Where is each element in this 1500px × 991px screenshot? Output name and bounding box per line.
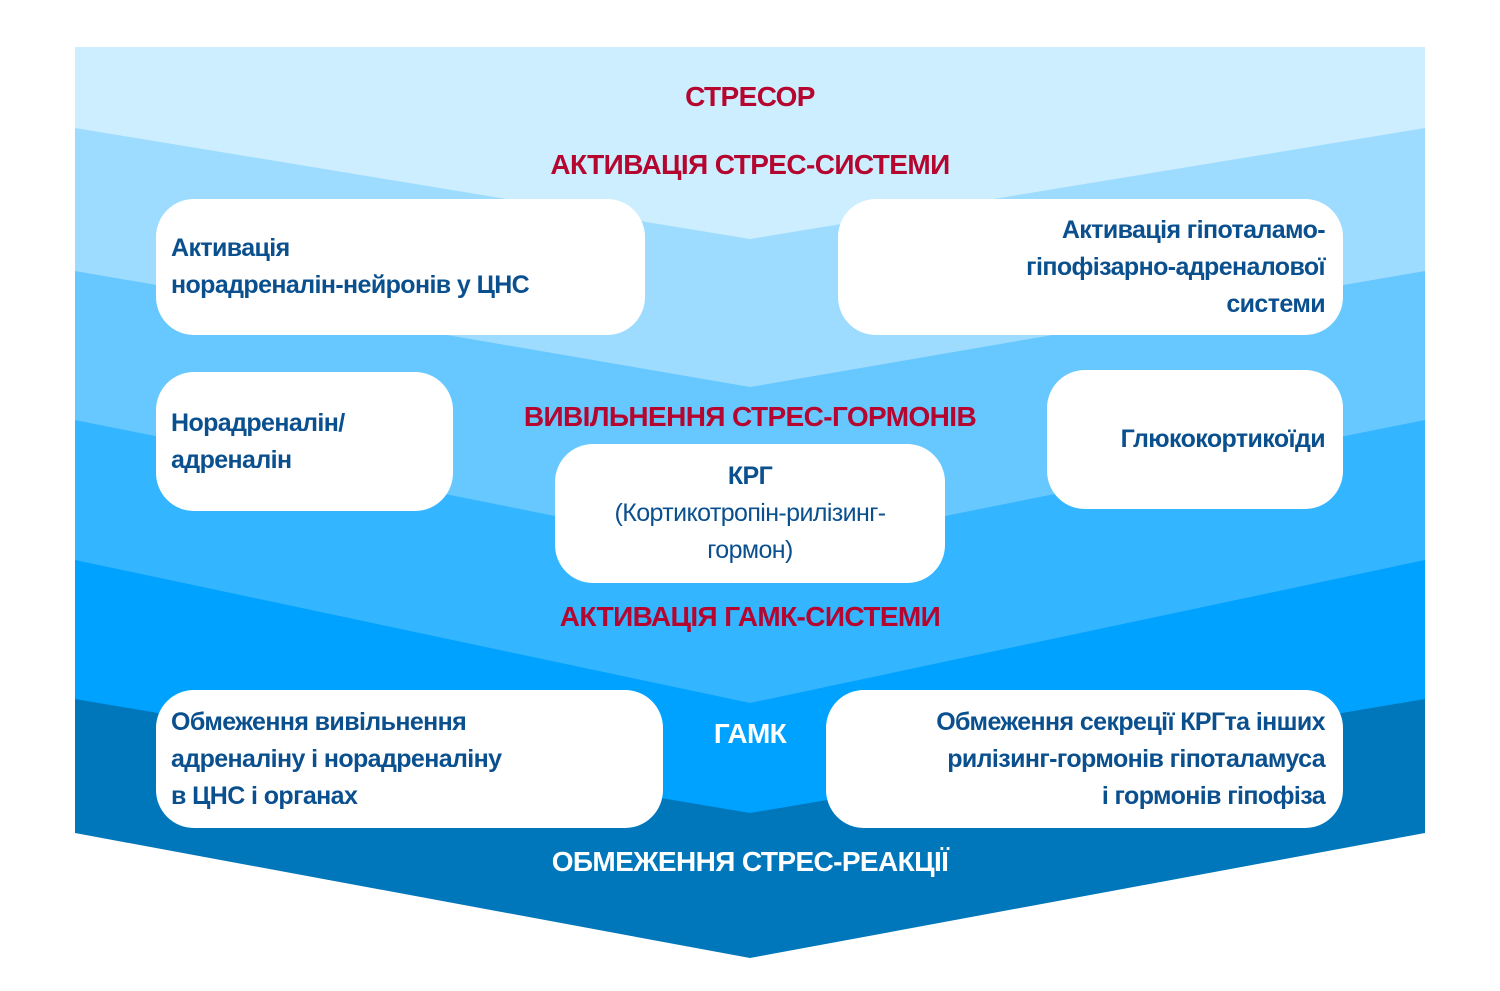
box-line: і гормонів гіпофіза bbox=[1101, 781, 1326, 810]
box-crh: КРГ (Кортикотропін-рилізинг- гормон) bbox=[555, 444, 945, 583]
stress-system-activation-heading: АКТИВАЦІЯ СТРЕС-СИСТЕМИ bbox=[550, 149, 950, 180]
box-line: адреналіну і норадреналіну bbox=[171, 744, 502, 773]
box-line: Активація гіпоталамо- bbox=[1061, 215, 1326, 244]
box-noradrenaline-adrenaline: Норадреналін/ адреналін bbox=[156, 372, 453, 511]
stress-reaction-limit-heading: ОБМЕЖЕННЯ СТРЕС-РЕАКЦІЇ bbox=[551, 846, 949, 877]
box-limit-adrenaline: Обмеження вивільнення адреналіну і норад… bbox=[156, 690, 663, 828]
crh-title: КРГ bbox=[727, 462, 773, 490]
box-line: Глюкокортикоїди bbox=[1120, 425, 1326, 453]
box-line: (Кортикотропін-рилізинг- bbox=[614, 499, 887, 527]
box-line: Обмеження секреції КРГта інших bbox=[936, 707, 1325, 736]
box-line: норадреналін-нейронів у ЦНС bbox=[171, 271, 530, 299]
box-line: системи bbox=[1226, 289, 1325, 318]
box-line: гіпофізарно-адреналової bbox=[1026, 252, 1325, 281]
box-line: Норадреналін/ bbox=[171, 408, 345, 437]
box-line: адреналін bbox=[171, 445, 292, 474]
box-noradrenaline-neurons: Активація норадреналін-нейронів у ЦНС bbox=[156, 199, 645, 335]
box-line: в ЦНС і органах bbox=[171, 781, 358, 810]
stressor-heading: СТРЕСОР bbox=[685, 81, 815, 112]
box-hpa-axis: Активація гіпоталамо- гіпофізарно-адрена… bbox=[838, 199, 1343, 335]
band-1 bbox=[75, 47, 1425, 239]
gaba-system-activation-heading: АКТИВАЦІЯ ГАМК-СИСТЕМИ bbox=[559, 601, 941, 632]
gaba-label: ГАМК bbox=[713, 718, 787, 749]
box-glucocorticoids: Глюкокортикоїди bbox=[1047, 370, 1343, 509]
box-line: Активація bbox=[171, 234, 290, 262]
box-line: рилізинг-гормонів гіпоталамуса bbox=[947, 744, 1325, 773]
box-line: гормон) bbox=[707, 536, 793, 564]
stress-hormones-release-heading: ВИВІЛЬНЕННЯ СТРЕС-ГОРМОНІВ bbox=[523, 401, 977, 432]
box-limit-crh: Обмеження секреції КРГта інших рилізинг-… bbox=[826, 690, 1343, 828]
box-line: Обмеження вивільнення bbox=[171, 707, 467, 736]
